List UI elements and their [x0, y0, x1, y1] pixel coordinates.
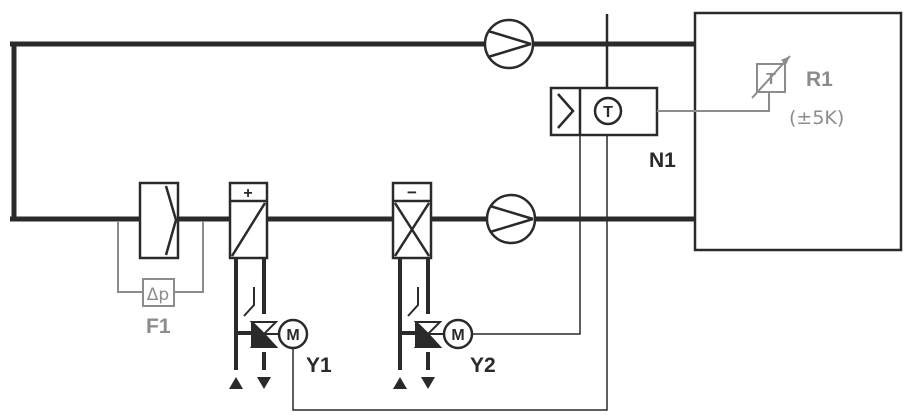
cooler-sign: −	[407, 183, 417, 202]
controller-temp-icon	[593, 96, 623, 126]
heater-sign: +	[243, 185, 252, 202]
cooler-return-arrow-icon	[421, 377, 435, 389]
wire-n1-to-y2	[472, 135, 581, 335]
cooler-coil-icon	[391, 181, 433, 260]
pressure-diff-symbol: Δp	[147, 285, 169, 305]
controller-temp-symbol: T	[603, 104, 613, 121]
heater-motor-icon: M	[277, 318, 309, 350]
heater-motor-symbol: M	[286, 327, 299, 344]
cooler-valve	[398, 258, 444, 370]
r1-label: R1	[806, 68, 833, 91]
n1-label: N1	[649, 149, 676, 172]
heater-supply-arrow-icon	[229, 377, 243, 389]
r1-tolerance: (±5K)	[789, 107, 844, 129]
room-box	[693, 11, 903, 252]
n1-controller: T	[549, 86, 659, 137]
heater-coil-icon	[228, 181, 269, 260]
f1-pressure-switch	[117, 221, 204, 307]
cooler-motor-icon: M	[442, 318, 474, 350]
cooler-supply-arrow-icon	[393, 377, 407, 389]
adjust-arrow-icon	[751, 55, 791, 99]
heater-return-arrow-icon	[257, 377, 271, 389]
filter-icon	[138, 181, 180, 260]
supply-fan-icon	[485, 193, 537, 245]
f1-label: F1	[146, 315, 171, 338]
y1-label: Y1	[306, 354, 332, 377]
r1-sensor: T	[657, 55, 791, 112]
cooler-motor-symbol: M	[451, 327, 464, 344]
duct-lines	[10, 41, 695, 222]
signal-wires	[292, 135, 608, 411]
sensor-temp-symbol: T	[766, 71, 776, 88]
return-fan-icon	[483, 18, 535, 70]
wire-n1-to-y1	[292, 135, 608, 411]
y2-label: Y2	[470, 354, 496, 377]
heater-valve	[234, 258, 280, 370]
